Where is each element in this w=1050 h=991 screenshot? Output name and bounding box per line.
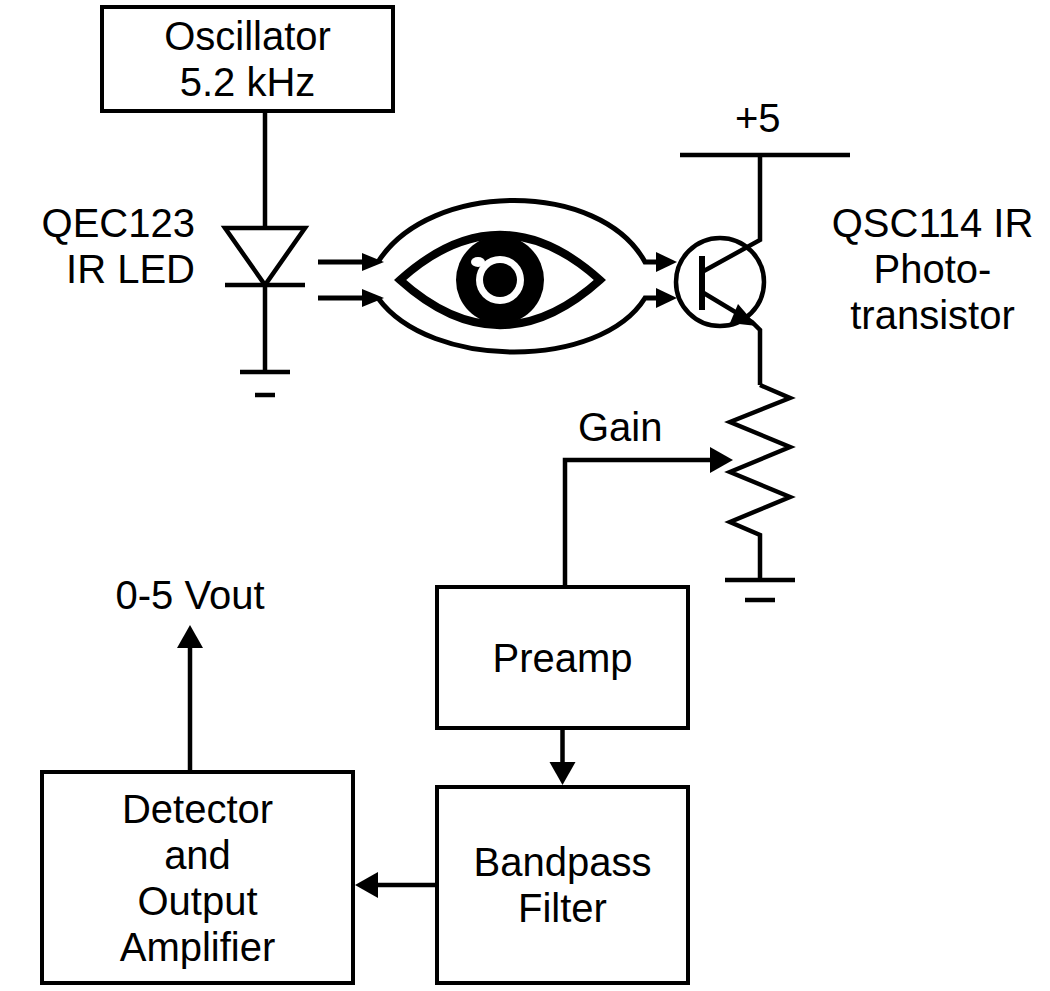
- box-text: Bandpass Filter: [449, 839, 676, 931]
- process-box: Preamp: [435, 585, 690, 730]
- signal-arrow: [550, 730, 576, 785]
- ground-symbol: [240, 372, 290, 395]
- box-text: Oscillator 5.2 kHz: [149, 13, 346, 105]
- box-text: Detector and Output Amplifier: [99, 786, 296, 970]
- part-name: QSC114 IR Photo- transistor: [825, 200, 1040, 338]
- box-text: Preamp: [492, 635, 632, 681]
- output-range: 0-5 Vout: [70, 572, 310, 618]
- signal-name: Gain: [578, 404, 708, 450]
- signal-arrow: [355, 872, 435, 898]
- output-arrow: [177, 625, 203, 770]
- process-box: Detector and Output Amplifier: [40, 770, 355, 985]
- arrowhead: [355, 872, 378, 898]
- supply-voltage: +5: [735, 95, 815, 141]
- connector-line: [560, 730, 565, 767]
- gain-wire: [565, 447, 733, 585]
- part-name: QEC123 IR LED: [5, 200, 195, 292]
- emitter-arrow: [730, 304, 757, 326]
- process-box: Oscillator 5.2 kHz: [100, 5, 395, 113]
- arrowhead: [550, 762, 576, 785]
- connector-line: [373, 883, 435, 888]
- process-box: Bandpass Filter: [435, 785, 690, 985]
- light-rays: [318, 201, 660, 353]
- led-symbol: [225, 110, 305, 372]
- phototransistor-symbol: [676, 155, 850, 385]
- eye-illustration: [400, 235, 600, 325]
- resistor-symbol: [725, 385, 795, 600]
